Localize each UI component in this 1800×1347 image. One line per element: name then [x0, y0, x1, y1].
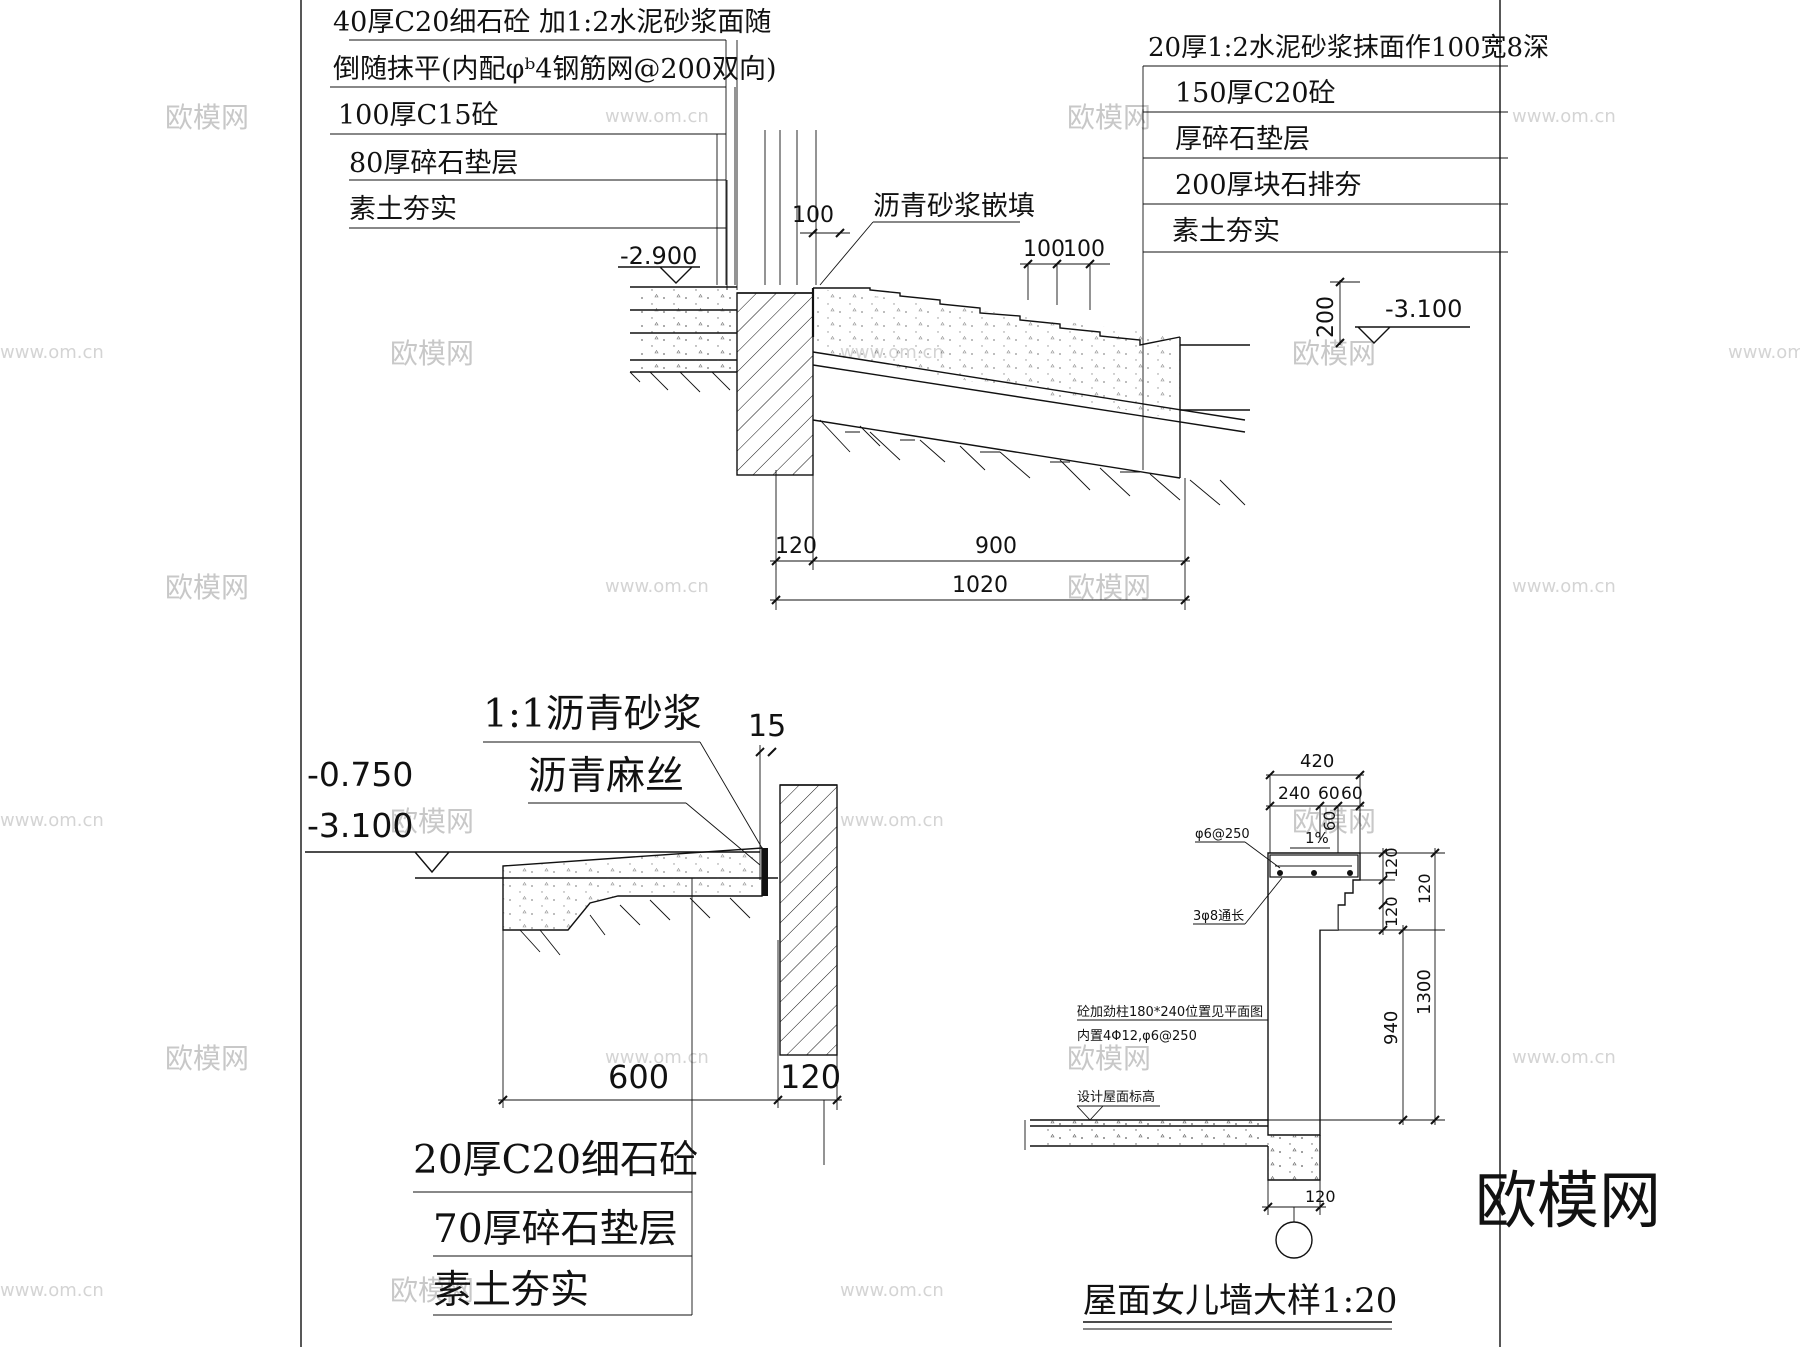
watermark-brand: 欧模网	[390, 337, 474, 370]
dim-120: 120	[775, 534, 817, 559]
watermark-brand: 欧模网	[1067, 571, 1151, 604]
dim-120: 120	[780, 1058, 841, 1096]
watermark-brand: 欧模网	[1067, 1042, 1151, 1075]
watermark-url: www.om.cn	[0, 810, 104, 831]
detail1-dimensions: 100 100 100 200 120 900 1020	[770, 203, 1360, 610]
detail1-callouts-left: 40厚C20细石砼 加1:2水泥砂浆面随 倒随抹平(内配φᵇ4钢筋网@200双向…	[330, 7, 817, 290]
callout-asphalt-hemp: 沥青麻丝	[528, 754, 684, 799]
detail-title: 屋面女儿墙大样1:20	[1083, 1281, 1397, 1321]
watermarks: 欧模网 www.om.cn 欧模网 www.om.cn www.om.cn 欧模…	[0, 101, 1800, 1307]
dim-240: 240	[1278, 784, 1310, 804]
watermark-brand: 欧模网	[390, 805, 474, 838]
label-asphalt-joint: 沥青砂浆嵌填	[873, 191, 1035, 222]
watermark-brand: 欧模网	[165, 101, 249, 134]
callout-mortar-20: 20厚1:2水泥砂浆抹面作100宽8深	[1148, 33, 1549, 63]
elevation-mark-right: -3.100	[1355, 295, 1470, 344]
brand-logo-text: 欧模网	[1475, 1164, 1661, 1237]
watermark-url: www.om.cn	[840, 1280, 944, 1301]
callout-asphalt-mortar: 1:1沥青砂浆	[483, 692, 702, 737]
watermark-url: www.om.cn	[1728, 342, 1800, 363]
elevation-label: -3.100	[307, 806, 413, 845]
note-roof-level: 设计屋面标高	[1077, 1089, 1155, 1105]
dim-60: 60	[1318, 784, 1340, 804]
sloped-slab	[812, 287, 1250, 506]
retaining-wall	[736, 292, 814, 476]
dim-120: 120	[1382, 896, 1401, 927]
note-column-rebar: 内置4Φ12,φ6@250	[1077, 1028, 1197, 1044]
slope-label: 1%	[1305, 829, 1329, 847]
dim-1020: 1020	[952, 573, 1008, 598]
callout-gravel-70: 70厚碎石垫层	[433, 1207, 678, 1252]
building-wall	[779, 784, 838, 1056]
dim-100: 100	[1023, 237, 1065, 262]
watermark-brand: 欧模网	[165, 571, 249, 604]
callout-concrete-40: 40厚C20细石砼 加1:2水泥砂浆面随	[333, 7, 771, 38]
elevation-label: -0.750	[307, 755, 413, 794]
watermark-url: www.om.cn	[0, 342, 104, 363]
callout-soil: 素土夯实	[433, 1268, 589, 1313]
detail1-callouts-right: 20厚1:2水泥砂浆抹面作100宽8深 150厚C20砼 厚碎石垫层 200厚块…	[1142, 33, 1549, 470]
dim-420: 420	[1300, 751, 1334, 772]
watermark-url: www.om.cn	[1512, 576, 1616, 597]
detail-2-expansion-joint: 1:1沥青砂浆 沥青麻丝 -0.750 -3.100 15 600 120 20…	[305, 692, 842, 1316]
dim-940: 940	[1381, 1011, 1402, 1045]
axis-bubble	[1275, 1221, 1313, 1259]
watermark-brand: 欧模网	[1067, 101, 1151, 134]
callout-gravel-80: 80厚碎石垫层	[349, 148, 518, 179]
dim-100: 100	[1063, 237, 1105, 262]
dim-900: 900	[975, 534, 1017, 559]
note-bars: 3φ8通长	[1193, 909, 1244, 924]
callout-concrete-20: 20厚C20细石砼	[413, 1138, 698, 1183]
note-column: 砼加劲柱180*240位置见平面图	[1077, 1005, 1263, 1020]
callout-rebar-mesh: 倒随抹平(内配φᵇ4钢筋网@200双向)	[333, 54, 776, 85]
watermark-url: www.om.cn	[605, 106, 709, 127]
watermark-brand: 欧模网	[165, 1042, 249, 1075]
elevation-mark-left: -2.900	[618, 242, 700, 284]
dim-120-bottom: 120	[1305, 1187, 1336, 1206]
watermark-url: www.om.cn	[840, 810, 944, 831]
callout-soil: 素土夯实	[1172, 216, 1280, 247]
detail-1-step-section: 40厚C20细石砼 加1:2水泥砂浆面随 倒随抹平(内配φᵇ4钢筋网@200双向…	[330, 7, 1549, 610]
dim-100: 100	[792, 203, 834, 228]
callout-concrete-150: 150厚C20砼	[1175, 78, 1336, 109]
note-stirrup: φ6@250	[1195, 827, 1250, 842]
watermark-brand: 欧模网	[1292, 805, 1376, 838]
dim-1300: 1300	[1414, 969, 1435, 1015]
detail-3-parapet: 420 240 60 60 60 1% 120 120 940 1300 120	[1024, 751, 1445, 1330]
callout-concrete-100: 100厚C15砼	[338, 100, 499, 131]
callout-soil: 素土夯实	[349, 194, 457, 225]
dim-60: 60	[1320, 811, 1339, 831]
elevation-label: -3.100	[1385, 295, 1462, 323]
watermark-url: www.om.cn	[1512, 106, 1616, 127]
ground-layers-left	[629, 286, 737, 393]
callout-rubble-200: 200厚块石排夯	[1175, 170, 1362, 201]
watermark-url: www.om.cn	[605, 576, 709, 597]
watermark-url: www.om.cn	[605, 1047, 709, 1068]
elevation-label: -2.900	[620, 242, 697, 270]
watermark-url: www.om.cn	[1512, 1047, 1616, 1068]
watermark-brand: 欧模网	[390, 1274, 474, 1307]
dim-60: 60	[1341, 784, 1363, 804]
callout-gravel: 厚碎石垫层	[1175, 124, 1310, 155]
dim-120: 120	[1382, 847, 1401, 878]
watermark-url: www.om.cn	[0, 1280, 104, 1301]
dim-15: 15	[748, 709, 786, 744]
dim-600: 600	[608, 1058, 669, 1096]
watermark-brand: 欧模网	[1292, 337, 1376, 370]
dim-200: 200	[1314, 296, 1339, 338]
dim-120: 120	[1415, 873, 1434, 904]
